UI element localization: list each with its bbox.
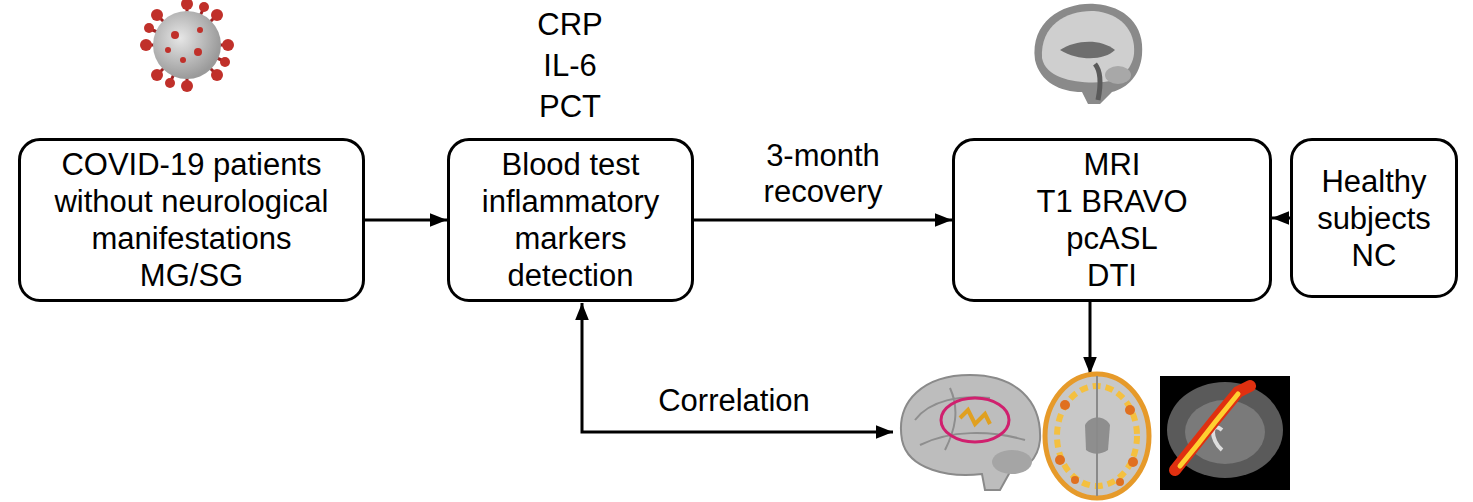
- process-box: Healthy subjects NC: [1290, 138, 1458, 298]
- process-box: MRIT1 BRAVOpcASLDTI: [952, 138, 1272, 302]
- box-text: T1 BRAVO: [962, 183, 1262, 220]
- axial-brain-map: [1045, 374, 1149, 498]
- leader-arrow: [1089, 302, 1092, 374]
- flow-arrow: [1272, 217, 1290, 220]
- marker-label: PCT: [539, 88, 601, 125]
- sagittal-brain-map: [901, 375, 1040, 490]
- process-box: COVID-19 patients without neurological m…: [18, 138, 365, 302]
- box-text: pcASL: [962, 220, 1262, 257]
- edge-label: 3-month recovery: [753, 138, 893, 210]
- box-text: DTI: [962, 257, 1262, 294]
- process-box: Blood test inflammatory markers detectio…: [447, 138, 694, 302]
- arrow-label: Correlation: [658, 382, 810, 419]
- marker-label: IL-6: [543, 47, 596, 84]
- virus-illustration: [140, 0, 234, 92]
- box-text: Blood test inflammatory markers detectio…: [471, 146, 671, 294]
- correlation-arrow: [582, 303, 893, 432]
- box-text: Healthy subjects NC: [1304, 163, 1444, 274]
- box-text: MRI: [962, 146, 1262, 183]
- coronal-brain-map: [1160, 376, 1290, 490]
- marker-label: CRP: [537, 6, 602, 43]
- box-text: COVID-19 patients without neurological m…: [44, 146, 339, 294]
- flow-arrow: [694, 219, 952, 222]
- brain-mri-picture: [1035, 4, 1143, 104]
- flow-arrow: [365, 219, 447, 222]
